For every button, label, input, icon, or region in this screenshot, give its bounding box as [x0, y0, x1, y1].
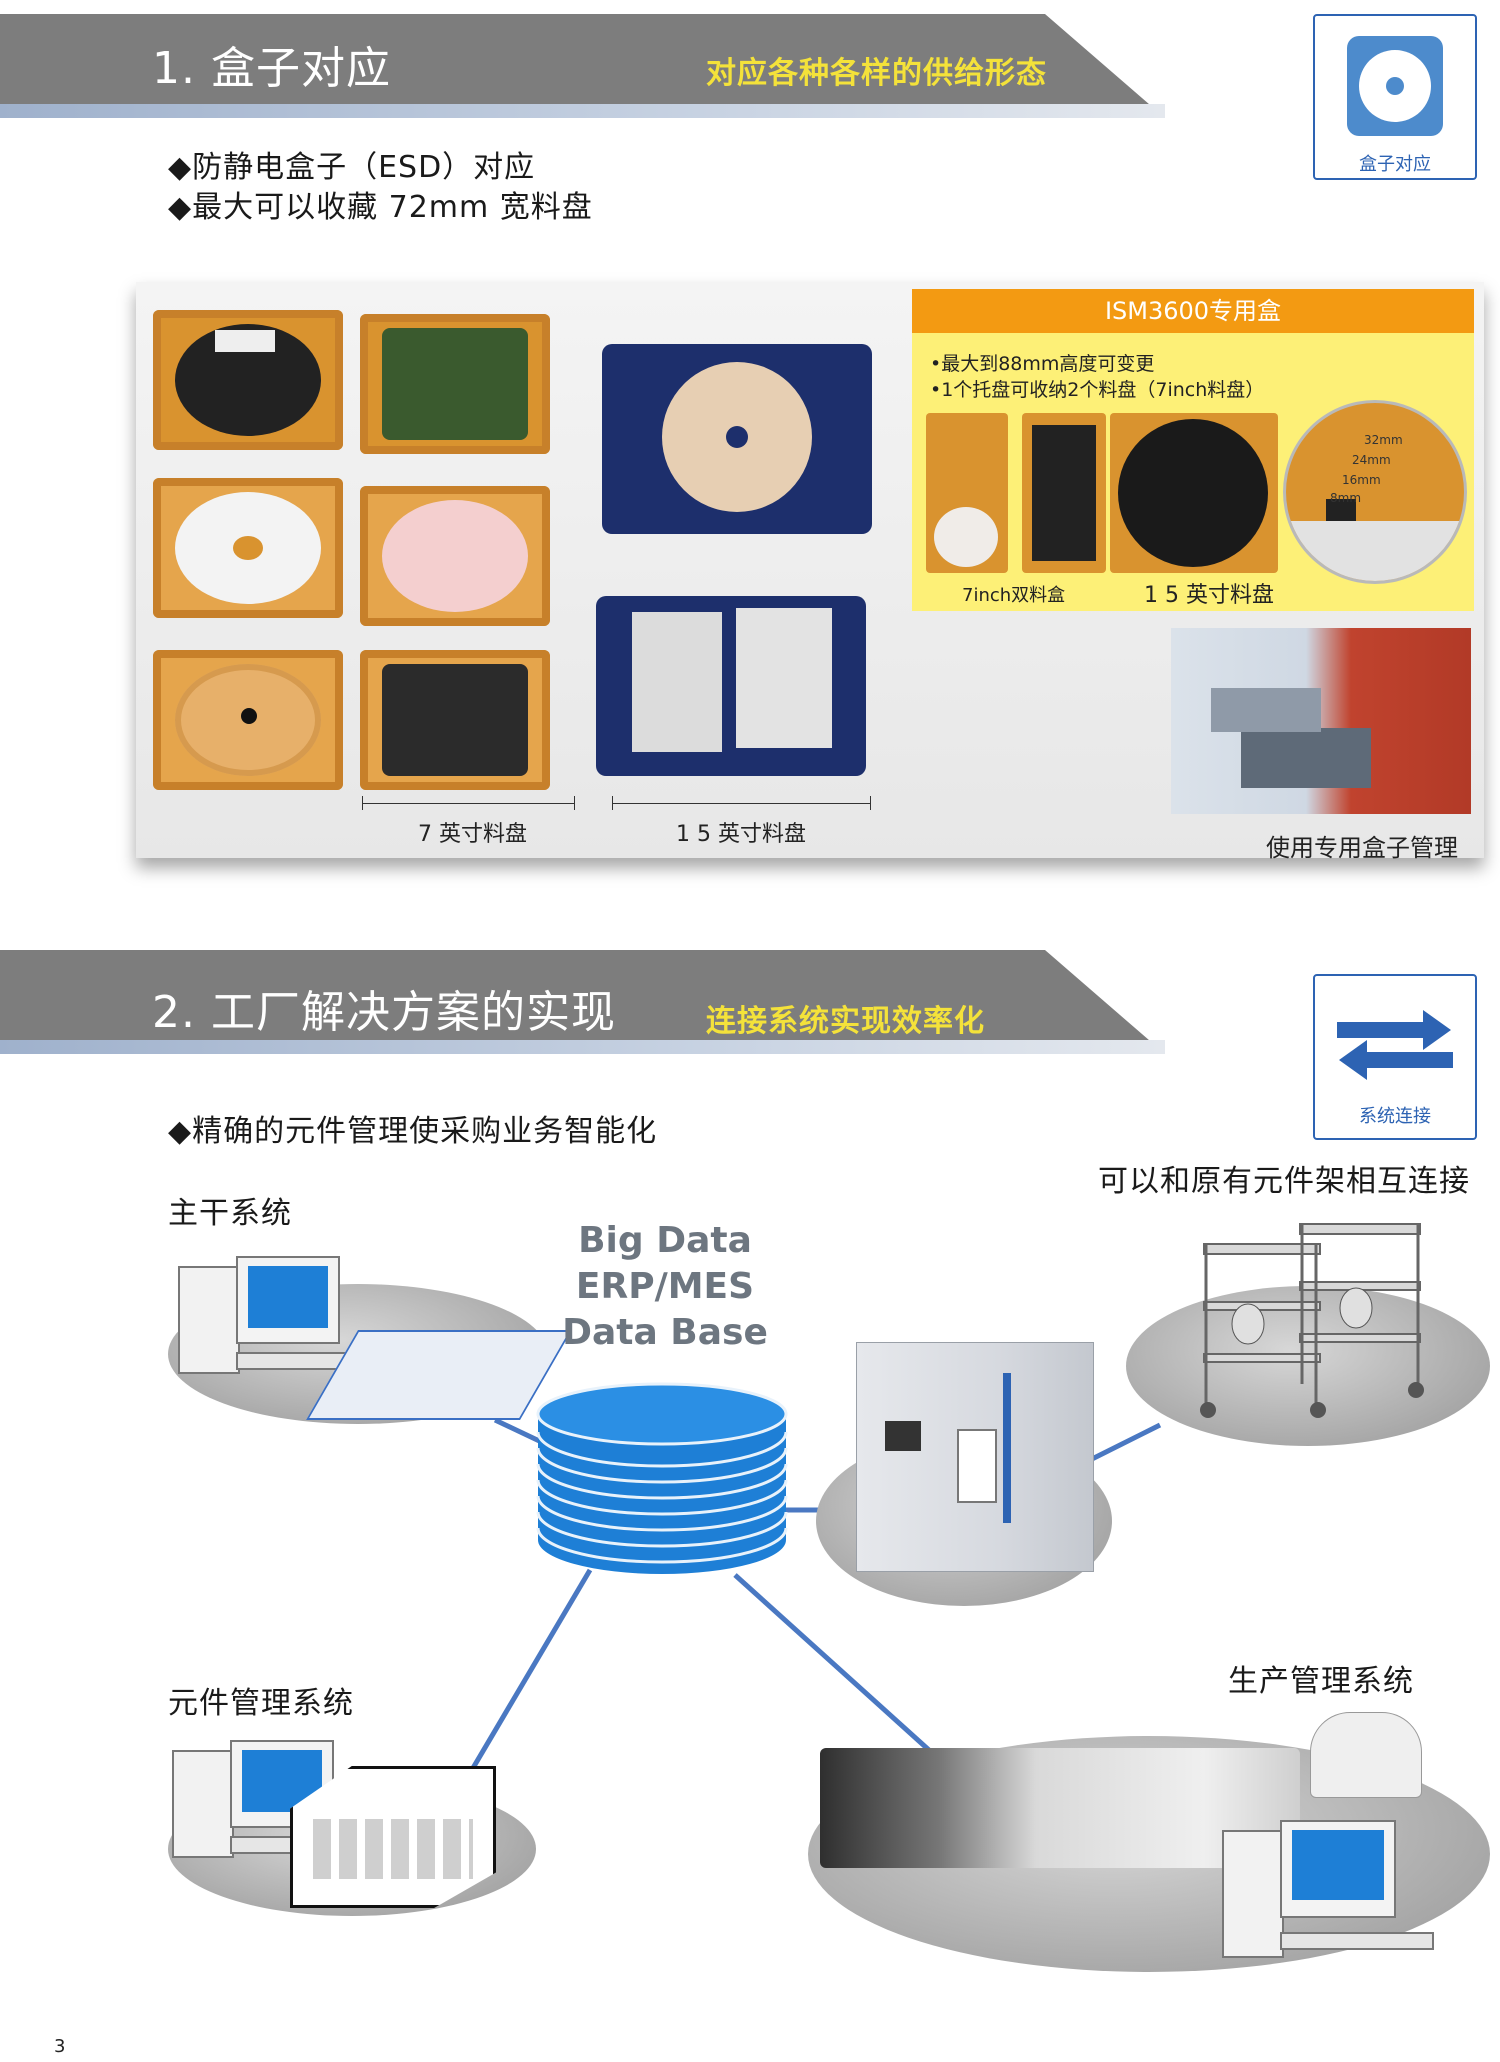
tray-photo-empty: [153, 650, 343, 790]
system-connect-badge-label: 系统连接: [1359, 1106, 1431, 1127]
tray-photo-15inch-reel: [602, 344, 872, 534]
database-icon: [536, 1382, 788, 1574]
database-line-3: Data Base: [562, 1312, 768, 1353]
section1-title: 1. 盒子对应: [152, 43, 391, 94]
storage-caption: 使用专用盒子管理: [1266, 834, 1458, 862]
tray-photo-pcb: [360, 314, 550, 454]
15inch-reel-photo: [1110, 413, 1278, 573]
dim-8mm: 8mm: [1330, 491, 1362, 505]
dual-reel-box-caption: 7inch双料盒: [962, 585, 1066, 606]
dual-reel-box-photo: [926, 413, 1008, 573]
tray-photo-reel-black: [153, 310, 343, 450]
ism3600-box-title: ISM3600专用盒: [912, 289, 1474, 333]
chip-tray-photo: [1022, 413, 1106, 573]
section1-bullet-2: ◆最大可以收藏 72mm 宽料盘: [168, 190, 593, 225]
inspection-machine: [1310, 1712, 1422, 1798]
box-support-badge-label: 盒子对应: [1359, 154, 1431, 175]
scale-label-7inch: 7 英寸料盘: [418, 822, 527, 847]
section2-subtitle: 连接系统实现效率化: [706, 1004, 985, 1039]
section1-banner: 1. 盒子对应 对应各种各样的供给形态: [0, 14, 1165, 118]
dim-16mm: 16mm: [1342, 473, 1381, 487]
exchange-arrows-icon: [1337, 1010, 1453, 1080]
tray-photo-tablet: [360, 650, 550, 790]
dim-32mm: 32mm: [1364, 433, 1403, 447]
smt-production-line: [820, 1748, 1300, 1868]
component-mgmt-label: 元件管理系统: [168, 1686, 354, 1721]
storage-photo: [1171, 628, 1471, 814]
production-mgmt-label: 生产管理系统: [1228, 1664, 1414, 1699]
ism3600-line-2: •1个托盘可收纳2个料盘（7inch料盘）: [930, 379, 1265, 401]
ism3600-line-1: •最大到88mm高度可变更: [930, 353, 1155, 375]
database-label: Big Data ERP/MES Data Base: [540, 1218, 790, 1356]
database-line-1: Big Data: [578, 1220, 752, 1261]
section2-banner: 2. 工厂解决方案的实现 连接系统实现效率化: [0, 950, 1165, 1054]
15inch-reel-caption: 1 5 英寸料盘: [1144, 583, 1274, 608]
page-number: 3: [54, 2036, 66, 2057]
system-connect-badge: 系统连接: [1313, 974, 1477, 1140]
shelf-platform: [1126, 1286, 1490, 1446]
section2-title: 2. 工厂解决方案的实现: [152, 987, 616, 1038]
tray-photo-15inch-parts: [596, 596, 866, 776]
section1-subtitle: 对应各种各样的供给形态: [706, 56, 1047, 91]
warehouse-floor: [290, 1766, 496, 1908]
tray-photo-reel-white: [153, 478, 343, 618]
section2-bullet: ◆精确的元件管理使采购业务智能化: [168, 1114, 658, 1149]
backbone-system-label: 主干系统: [168, 1196, 292, 1231]
scale-label-15inch: 1 5 英寸料盘: [676, 822, 806, 847]
box-support-badge: 盒子对应: [1313, 14, 1477, 180]
component-rack-icon: [1200, 1223, 1424, 1418]
shelf-connect-label: 可以和原有元件架相互连接: [1098, 1164, 1470, 1199]
tray-photo-parts-bag: [360, 486, 550, 626]
dim-24mm: 24mm: [1352, 453, 1391, 467]
section1-bullet-1: ◆防静电盒子（ESD）对应: [168, 150, 536, 185]
slot-height-zoom: 32mm 24mm 16mm 8mm: [1286, 403, 1464, 581]
ism-storage-machine: [856, 1342, 1094, 1572]
database-line-2: ERP/MES: [575, 1266, 755, 1307]
disc-box-icon: [1347, 36, 1443, 136]
